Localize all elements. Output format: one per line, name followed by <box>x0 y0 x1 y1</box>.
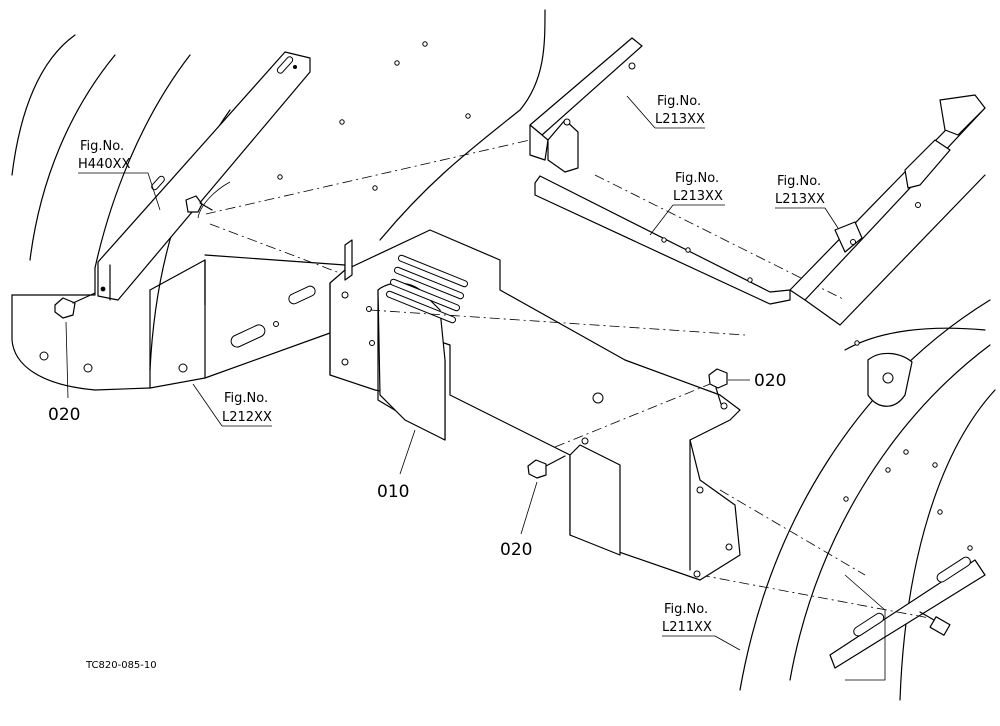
cross-beam <box>534 174 846 305</box>
fig-no-label: Fig.No. <box>80 139 124 154</box>
ref-label-l213xx-a: Fig.No. L213XX <box>655 94 705 127</box>
bolt-icon <box>54 292 96 319</box>
right-upper-rail <box>789 94 986 326</box>
part-number: 020 <box>754 371 786 391</box>
ref-label-l211xx: Fig.No. L211XX <box>662 602 712 635</box>
fig-code-label: L213XX <box>775 192 825 207</box>
ref-label-l213xx-c: Fig.No. L213XX <box>775 174 825 207</box>
upper-rail <box>529 37 643 173</box>
lower-right-bracket <box>699 489 986 681</box>
ref-label-l212xx: Fig.No. L212XX <box>222 391 272 425</box>
fig-no-label: Fig.No. <box>675 171 719 186</box>
bolt-icon <box>919 611 951 636</box>
part-number: 010 <box>377 482 409 502</box>
fig-code-label: L212XX <box>222 410 272 425</box>
bolt-icon <box>185 195 213 213</box>
left-fender <box>11 34 231 391</box>
main-cover <box>329 229 746 581</box>
right-fender <box>739 299 996 701</box>
fig-no-label: Fig.No. <box>664 602 708 617</box>
part-number: 020 <box>500 540 532 560</box>
fig-code-label: L211XX <box>662 620 712 635</box>
fig-code-label: H440XX <box>78 157 130 172</box>
fig-code-label: L213XX <box>655 112 705 127</box>
fig-no-label: Fig.No. <box>657 94 701 109</box>
drawing-code: TC820-085-10 <box>85 660 157 671</box>
left-slotted-bracket <box>97 51 311 301</box>
bolt-icon <box>527 455 566 479</box>
fig-no-label: Fig.No. <box>224 391 268 406</box>
leader-lines <box>65 95 839 651</box>
upper-panel-edge <box>277 9 546 241</box>
bolt-icon <box>708 368 728 405</box>
fig-no-label: Fig.No. <box>777 174 821 189</box>
ref-label-h440xx: Fig.No. H440XX <box>78 139 130 172</box>
ref-label-l213xx-b: Fig.No. L213XX <box>673 171 723 204</box>
vent-slots <box>385 254 469 324</box>
fig-code-label: L213XX <box>673 189 723 204</box>
part-number: 020 <box>48 405 80 425</box>
